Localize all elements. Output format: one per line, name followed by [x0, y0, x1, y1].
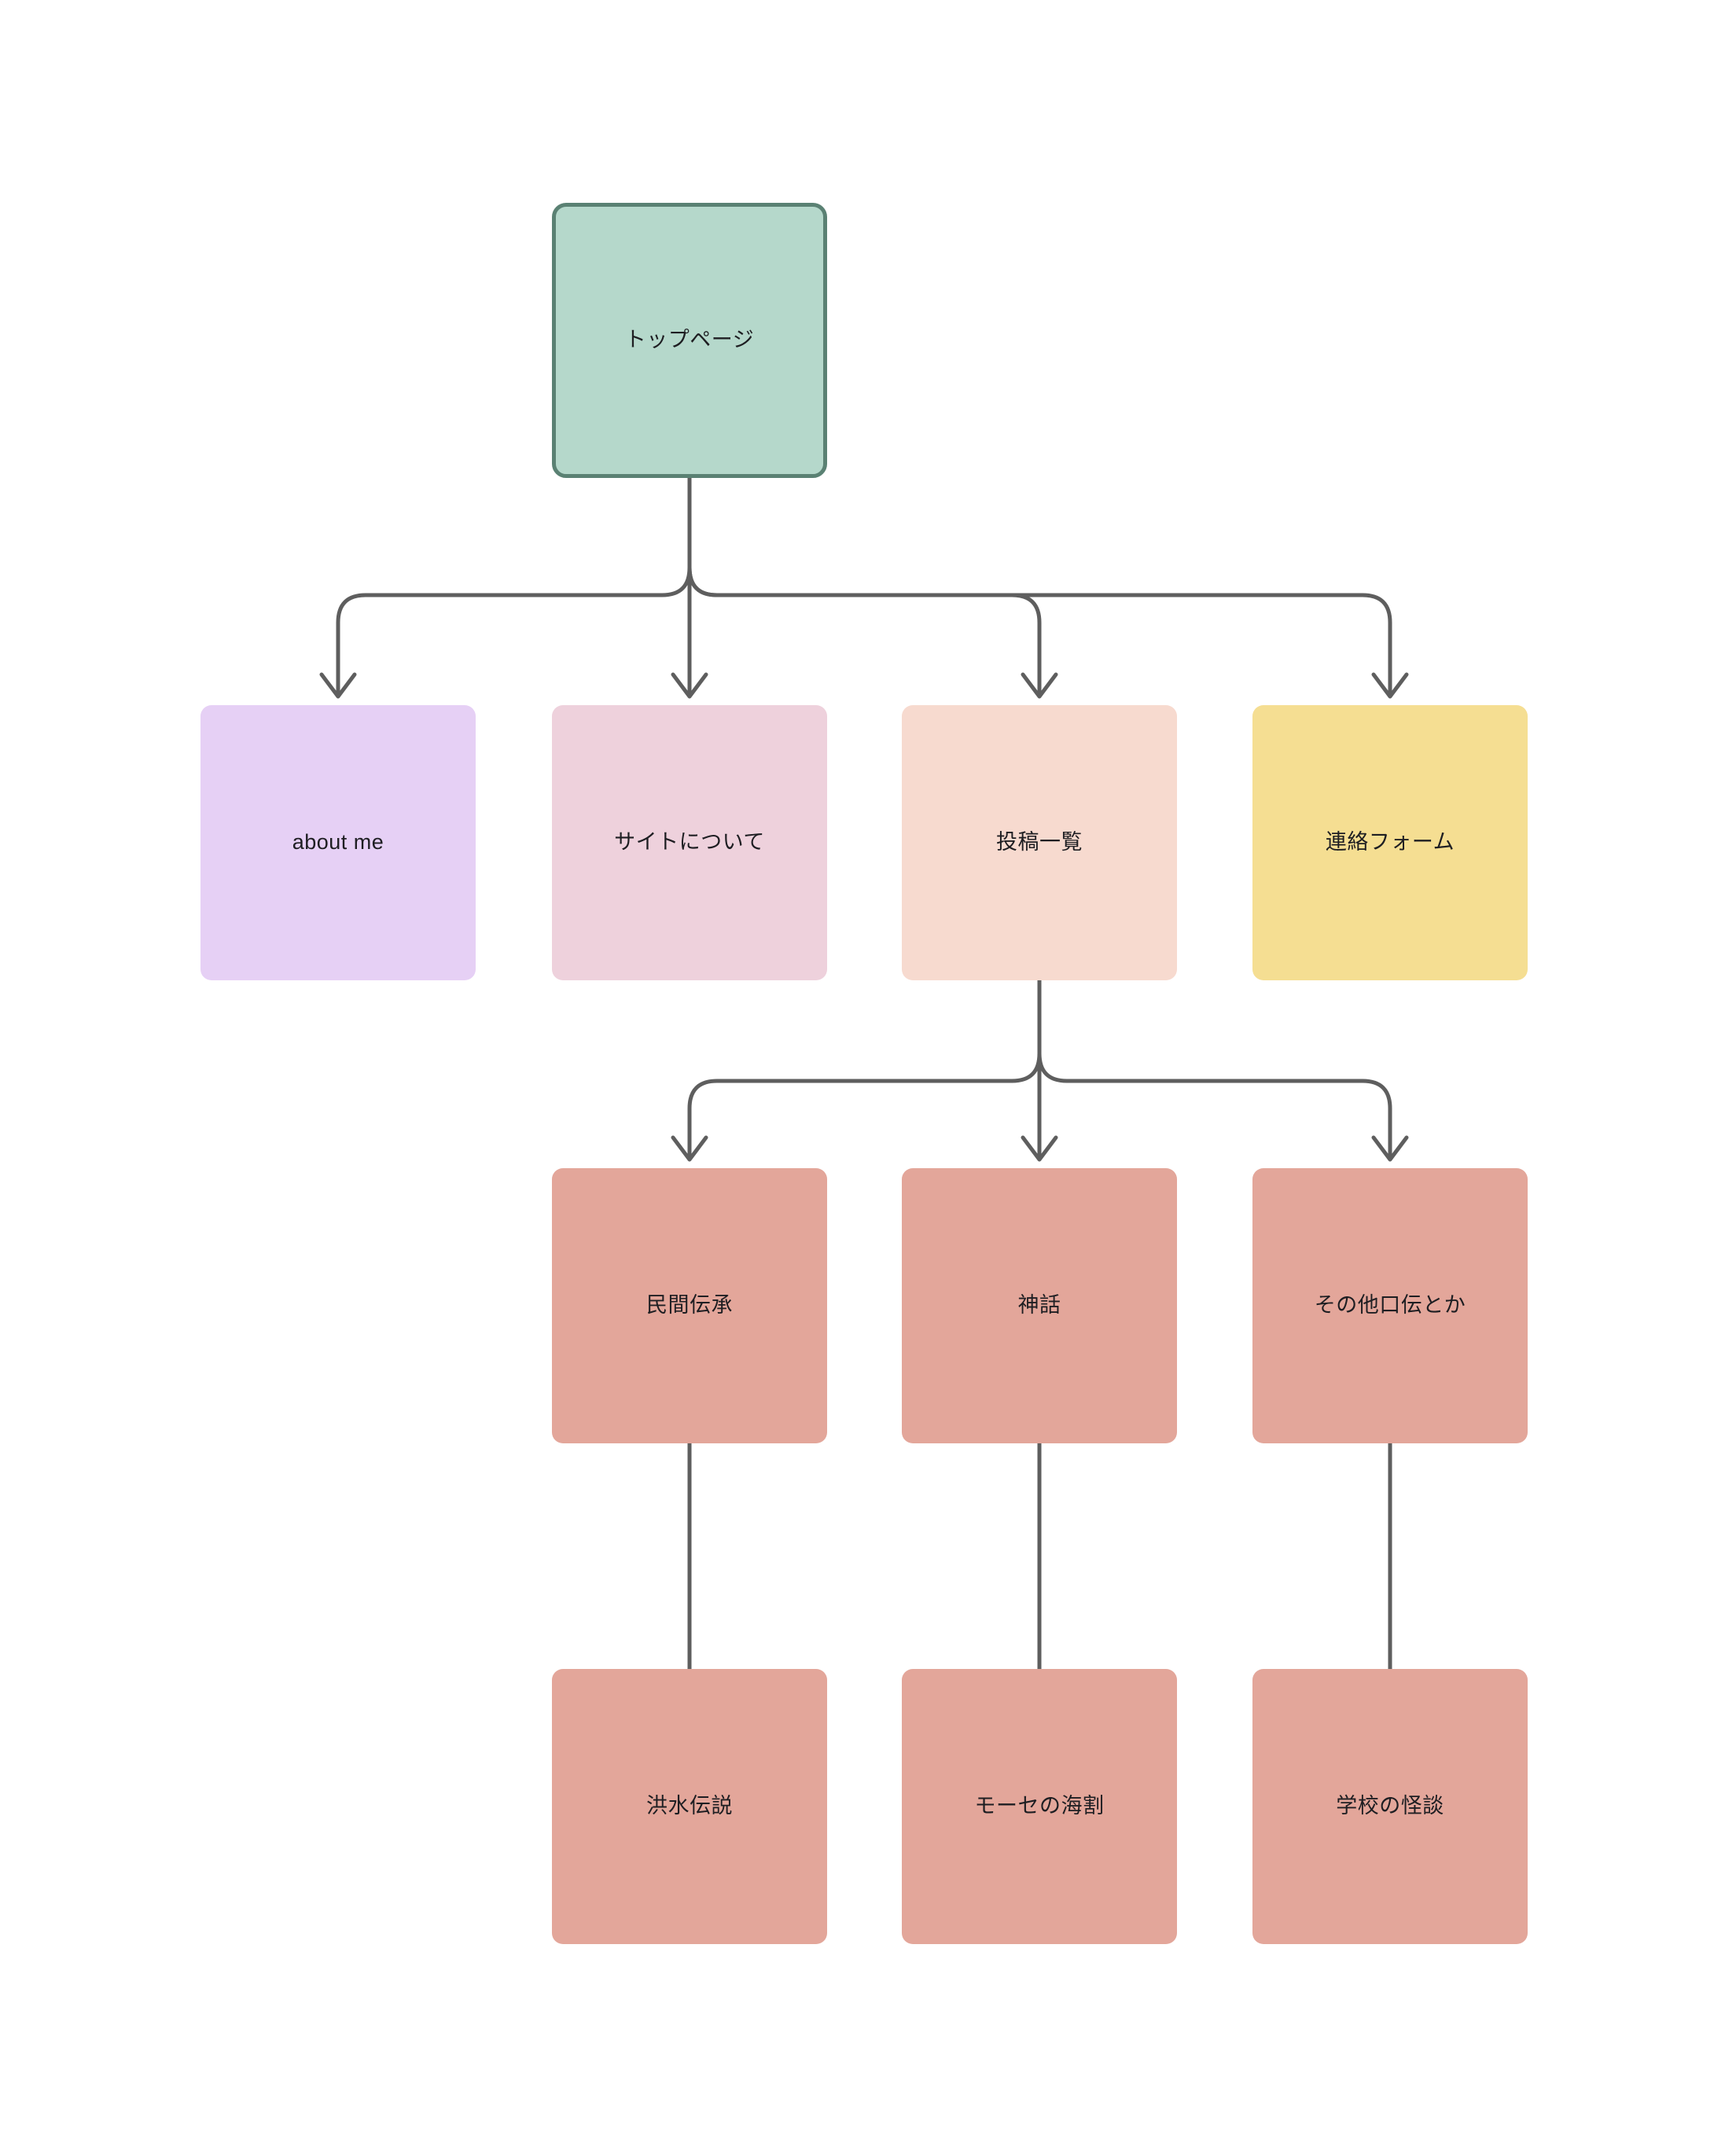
node-moses-sea-label: モーセの海割: [974, 1794, 1105, 1818]
node-mythology[interactable]: 神話: [902, 1168, 1177, 1443]
edge-post-list-to-other-oral: [1037, 978, 1409, 1162]
node-other-oral-label: その他口伝とか: [1314, 1293, 1466, 1318]
node-moses-sea[interactable]: モーセの海割: [902, 1669, 1177, 1944]
node-other-oral[interactable]: その他口伝とか: [1252, 1168, 1528, 1443]
node-about-me-label: about me: [292, 830, 384, 855]
edge-post-list-to-folklore: [671, 978, 1042, 1162]
node-about-site-label: サイトについて: [614, 830, 765, 855]
node-mythology-label: 神話: [1017, 1293, 1061, 1318]
edge-top-page-to-about-me: [319, 476, 692, 699]
edge-top-page-to-contact-form: [687, 476, 1409, 699]
node-folklore-label: 民間伝承: [646, 1293, 733, 1318]
node-about-me[interactable]: about me: [200, 705, 476, 980]
node-school-ghost[interactable]: 学校の怪談: [1252, 1669, 1528, 1944]
node-school-ghost-label: 学校の怪談: [1336, 1794, 1444, 1818]
node-post-list-label: 投稿一覧: [996, 830, 1083, 855]
node-contact-form-label: 連絡フォーム: [1325, 830, 1455, 855]
node-top-page[interactable]: トップページ: [552, 203, 827, 478]
edge-group: [319, 476, 1409, 1671]
node-flood-legend[interactable]: 洪水伝説: [552, 1669, 827, 1944]
node-flood-legend-label: 洪水伝説: [646, 1794, 733, 1818]
node-contact-form[interactable]: 連絡フォーム: [1252, 705, 1528, 980]
node-folklore[interactable]: 民間伝承: [552, 1168, 827, 1443]
node-about-site[interactable]: サイトについて: [552, 705, 827, 980]
edge-top-page-to-post-list: [687, 476, 1058, 699]
node-top-page-label: トップページ: [624, 328, 755, 352]
node-post-list[interactable]: 投稿一覧: [902, 705, 1177, 980]
